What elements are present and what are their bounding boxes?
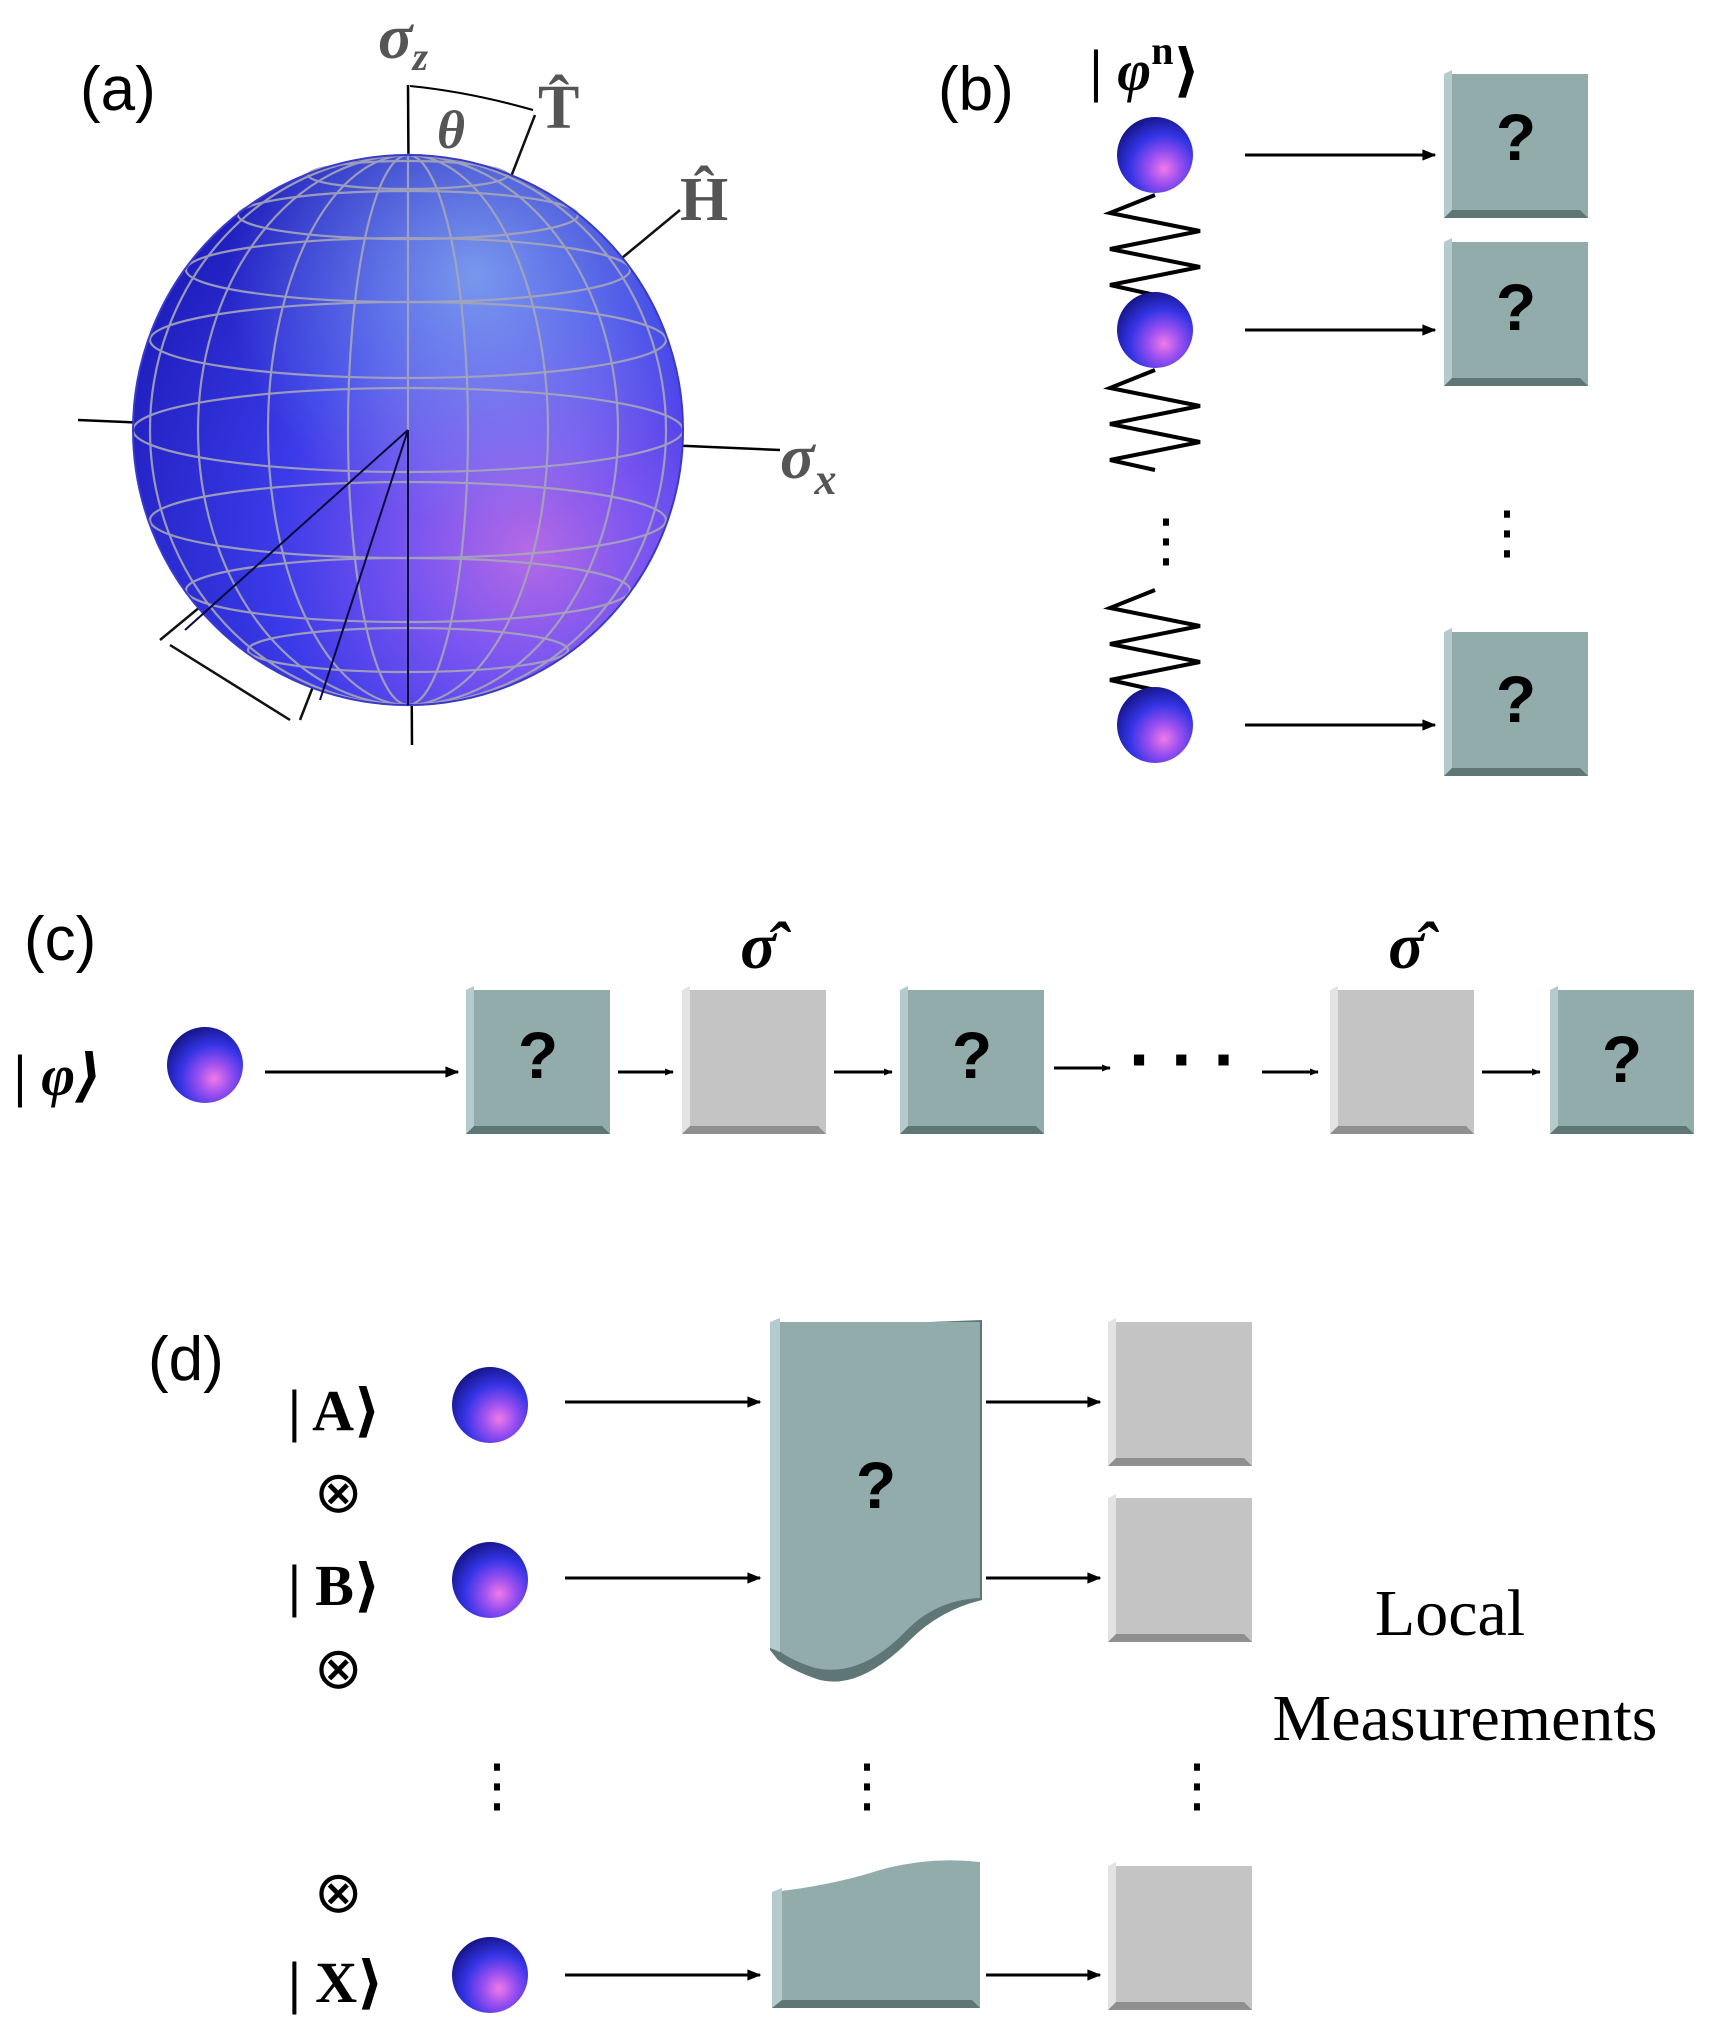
h-hat-label: Ĥ bbox=[680, 166, 728, 234]
qubit-ball-icon bbox=[1117, 687, 1193, 763]
caption-measurements: Measurements bbox=[1273, 1682, 1658, 1755]
panel-d-label: (d) bbox=[148, 1325, 224, 1394]
joint-measurement-box-fragment bbox=[772, 1860, 980, 2008]
question-mark: ? bbox=[1602, 1022, 1642, 1096]
measurement-box: ? bbox=[466, 986, 610, 1134]
tensor-symbol: ⊗ bbox=[314, 1458, 363, 1526]
qubit-ball-icon bbox=[1117, 292, 1193, 368]
measurement-box: ? bbox=[1444, 628, 1588, 776]
question-mark: ? bbox=[518, 1018, 558, 1092]
panel-a-label: (a) bbox=[80, 55, 156, 124]
sequence-dots: · · · bbox=[1128, 1026, 1234, 1094]
sigma-z-label: σz bbox=[378, 1, 429, 79]
t-hat-label: T̂ bbox=[538, 74, 579, 142]
tensor-symbol: ⊗ bbox=[314, 1634, 363, 1702]
tensor-symbol: ⊗ bbox=[314, 1858, 363, 1926]
measurement-box: ? bbox=[1550, 986, 1694, 1134]
spring-coupling-icon bbox=[1103, 588, 1201, 692]
panel-c-label: (c) bbox=[24, 905, 96, 974]
panel-b-label: (b) bbox=[938, 55, 1014, 124]
state-a-label: | A⟩ bbox=[288, 1378, 380, 1443]
panel-a: (a) bbox=[77, 1, 837, 746]
sigma-x-label: σx bbox=[780, 421, 837, 504]
local-vdots: ⋮ bbox=[1168, 1751, 1226, 1819]
qubit-ball-icon bbox=[452, 1367, 528, 1443]
operation-box bbox=[682, 986, 826, 1134]
phi-state-label: | φ⟩ bbox=[14, 1043, 102, 1108]
question-mark: ? bbox=[1496, 662, 1536, 736]
bloch-sphere-icon bbox=[131, 153, 685, 707]
joint-vdots: ⋮ bbox=[838, 1751, 896, 1819]
question-mark: ? bbox=[1496, 270, 1536, 344]
spring-coupling-icon bbox=[1103, 193, 1201, 297]
question-mark: ? bbox=[856, 1448, 896, 1522]
phi-n-state-label: | φn⟩ bbox=[1090, 28, 1200, 103]
measurement-box: ? bbox=[1444, 238, 1588, 386]
spring-coupling-icon bbox=[1103, 368, 1201, 472]
measurement-box: ? bbox=[1444, 70, 1588, 218]
local-measurement-box bbox=[1108, 1862, 1252, 2010]
theta-label: θ bbox=[437, 100, 465, 160]
state-b-label: | B⟩ bbox=[288, 1553, 380, 1618]
qubit-ball-icon bbox=[452, 1937, 528, 2013]
sigma-hat-label: σ̂ bbox=[1388, 910, 1440, 983]
local-measurement-box bbox=[1108, 1494, 1252, 1642]
question-mark: ? bbox=[952, 1018, 992, 1092]
panel-b: (b) | φn⟩ ⋮ ? ? ⋮ bbox=[938, 28, 1588, 776]
box-vdots: ⋮ bbox=[1478, 498, 1536, 566]
joint-measurement-box: ? bbox=[770, 1318, 982, 1682]
qubit-ball-icon bbox=[167, 1027, 243, 1103]
panel-d: (d) | A⟩ ⊗ | B⟩ ⊗ ⋮ ⊗ | X⟩ ? ⋮ bbox=[148, 1318, 1657, 2015]
qubit-ball-icon bbox=[452, 1542, 528, 1618]
theta-arc bbox=[409, 85, 534, 111]
chain-vdots: ⋮ bbox=[1137, 506, 1195, 574]
measurement-box: ? bbox=[900, 986, 1044, 1134]
panel-c: (c) | φ⟩ ? σ̂ ? · · · σ̂ bbox=[14, 905, 1694, 1134]
y-axis-line bbox=[169, 643, 291, 722]
sigma-hat-label: σ̂ bbox=[740, 910, 792, 983]
caption-local: Local bbox=[1375, 1577, 1525, 1650]
local-measurement-box bbox=[1108, 1318, 1252, 1466]
state-x-label: | X⟩ bbox=[288, 1950, 384, 2015]
state-vdots: ⋮ bbox=[468, 1751, 526, 1819]
qubit-ball-icon bbox=[1117, 117, 1193, 193]
operation-box bbox=[1330, 986, 1474, 1134]
question-mark: ? bbox=[1496, 100, 1536, 174]
